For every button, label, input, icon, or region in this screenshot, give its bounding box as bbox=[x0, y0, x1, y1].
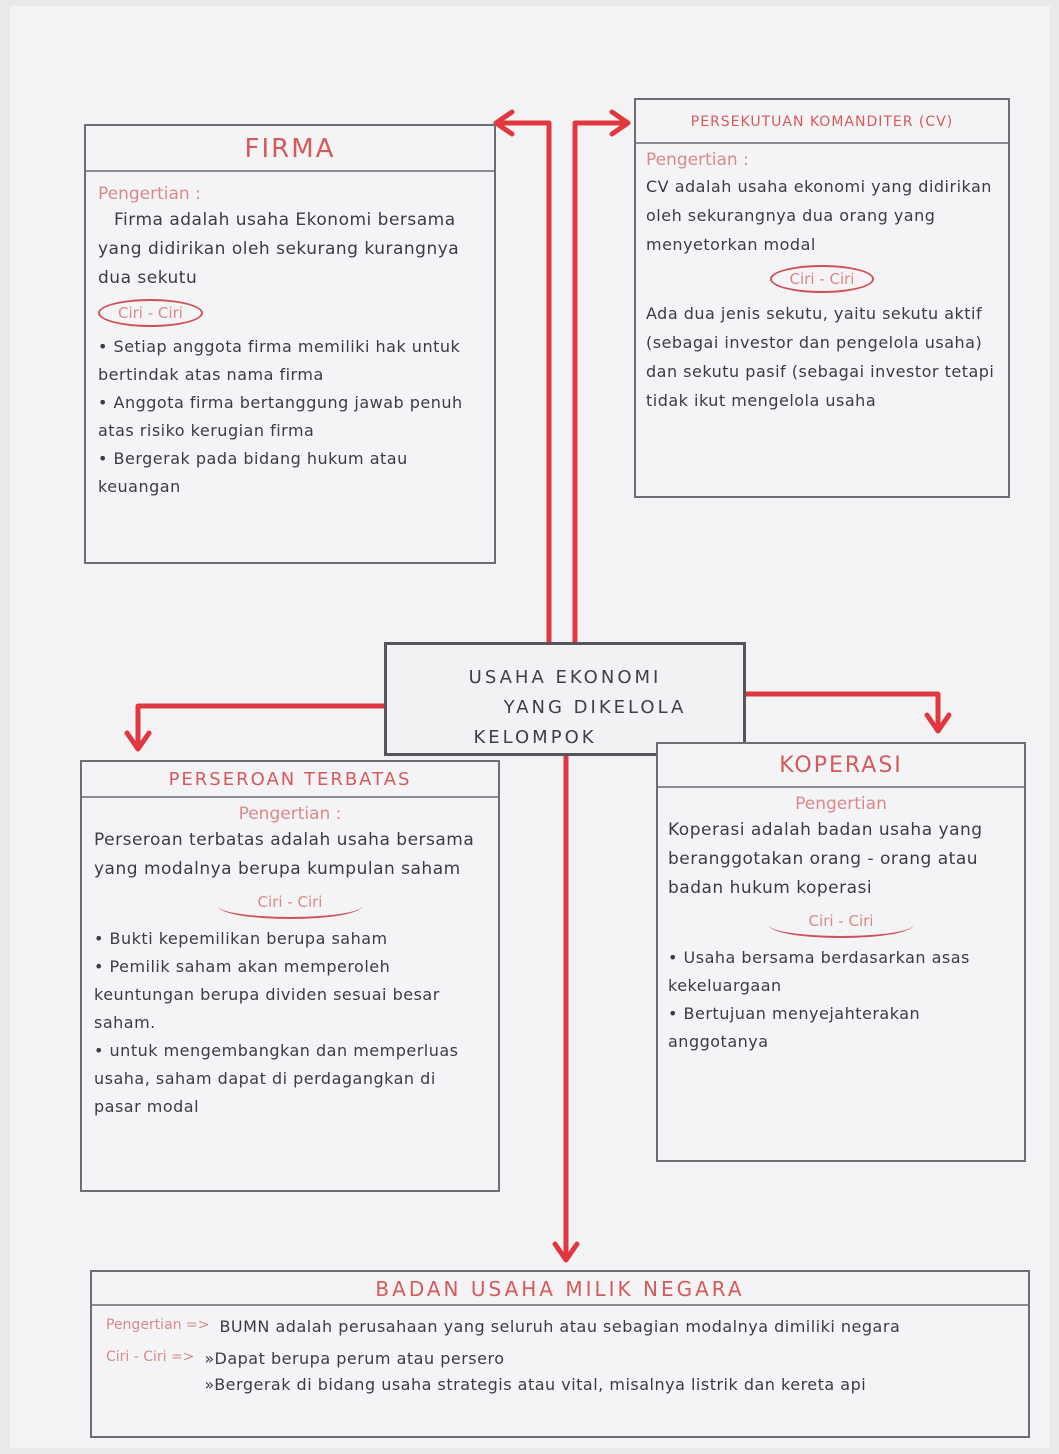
pt-ciri-label: Ciri - Ciri bbox=[217, 893, 363, 919]
list-item: untuk mengembangkan dan memperluas usaha… bbox=[94, 1037, 486, 1121]
list-item: Bertujuan menyejahterakan anggotanya bbox=[668, 1000, 1014, 1056]
pt-ciri-list: Bukti kepemilikan berupa saham Pemilik s… bbox=[94, 925, 486, 1121]
arrowhead-bumn bbox=[552, 1241, 580, 1263]
firma-ciri-list: Setiap anggota firma memiliki hak untuk … bbox=[98, 333, 482, 501]
arrowhead-firma bbox=[493, 109, 515, 137]
cv-title: PERSEKUTUAN KOMANDITER (CV) bbox=[636, 100, 1008, 144]
list-item: Bergerak pada bidang hukum atau keuangan bbox=[98, 445, 482, 501]
koperasi-pengertian-text: Koperasi adalah badan usaha yang berangg… bbox=[668, 820, 983, 898]
bumn-pengertian-label: Pengertian => bbox=[106, 1317, 210, 1333]
cv-box: PERSEKUTUAN KOMANDITER (CV) Pengertian :… bbox=[634, 98, 1010, 498]
list-item: Usaha bersama berdasarkan asas kekeluarg… bbox=[668, 944, 1014, 1000]
list-item: Bukti kepemilikan berupa saham bbox=[94, 925, 486, 953]
central-topic-box: USAHA EKONOMI YANG DIKELOLA KELOMPOK bbox=[384, 642, 746, 756]
central-topic-line-2: YANG DIKELOLA bbox=[503, 697, 687, 718]
firma-pengertian-text: Firma adalah usaha Ekonomi bersama yang … bbox=[98, 210, 460, 288]
koperasi-ciri-list: Usaha bersama berdasarkan asas kekeluarg… bbox=[668, 944, 1014, 1056]
bumn-ciri-row: Ciri - Ciri => »Dapat berupa perum atau … bbox=[106, 1346, 1014, 1398]
central-topic-line-1: USAHA EKONOMI bbox=[468, 667, 662, 688]
pt-pengertian-label: Pengertian : bbox=[238, 804, 342, 824]
list-item: Setiap anggota firma memiliki hak untuk … bbox=[98, 333, 482, 389]
bumn-ciri-list: »Dapat berupa perum atau persero »Berger… bbox=[204, 1346, 866, 1398]
bumn-box: BADAN USAHA MILIK NEGARA Pengertian => B… bbox=[90, 1270, 1030, 1438]
firma-title: FIRMA bbox=[86, 126, 494, 172]
arrowhead-cv bbox=[609, 109, 631, 137]
arrow-to-cv bbox=[572, 120, 628, 645]
arrow-to-pt bbox=[135, 703, 387, 748]
list-item: »Bergerak di bidang usaha strategis atau… bbox=[204, 1375, 867, 1394]
list-item: Pemilik saham akan memperoleh keuntungan… bbox=[94, 953, 486, 1037]
pt-box: PERSEROAN TERBATAS Pengertian : Perseroa… bbox=[80, 760, 500, 1192]
bumn-pengertian-row: Pengertian => BUMN adalah perusahaan yan… bbox=[106, 1314, 1014, 1340]
bumn-title: BADAN USAHA MILIK NEGARA bbox=[92, 1272, 1028, 1306]
koperasi-ciri-label: Ciri - Ciri bbox=[768, 912, 914, 938]
bumn-pengertian-text: BUMN adalah perusahaan yang seluruh atau… bbox=[219, 1317, 901, 1336]
bumn-ciri-label: Ciri - Ciri => bbox=[106, 1349, 195, 1365]
arrowhead-pt bbox=[124, 730, 152, 752]
cv-ciri-label: Ciri - Ciri bbox=[769, 265, 875, 293]
central-topic-line-3: KELOMPOK bbox=[473, 727, 597, 748]
koperasi-pengertian-label: Pengertian bbox=[795, 794, 887, 814]
cv-ciri-text: Ada dua jenis sekutu, yaitu sekutu aktif… bbox=[646, 304, 995, 410]
list-item: Anggota firma bertanggung jawab penuh at… bbox=[98, 389, 482, 445]
list-item: »Dapat berupa perum atau persero bbox=[204, 1349, 505, 1368]
arrowhead-koperasi bbox=[924, 712, 952, 734]
pt-pengertian-text: Perseroan terbatas adalah usaha bersama … bbox=[94, 830, 475, 879]
cv-pengertian-text: CV adalah usaha ekonomi yang didirikan o… bbox=[646, 177, 992, 254]
pt-title: PERSEROAN TERBATAS bbox=[82, 762, 498, 798]
firma-ciri-label: Ciri - Ciri bbox=[98, 299, 203, 327]
cv-pengertian-label: Pengertian : bbox=[646, 150, 749, 170]
firma-pengertian-label: Pengertian : bbox=[98, 184, 201, 204]
koperasi-box: KOPERASI Pengertian Koperasi adalah bada… bbox=[656, 742, 1026, 1162]
koperasi-title: KOPERASI bbox=[658, 744, 1024, 788]
firma-box: FIRMA Pengertian : Firma adalah usaha Ek… bbox=[84, 124, 496, 564]
arrow-to-koperasi bbox=[743, 691, 941, 729]
arrow-to-firma bbox=[497, 120, 552, 645]
